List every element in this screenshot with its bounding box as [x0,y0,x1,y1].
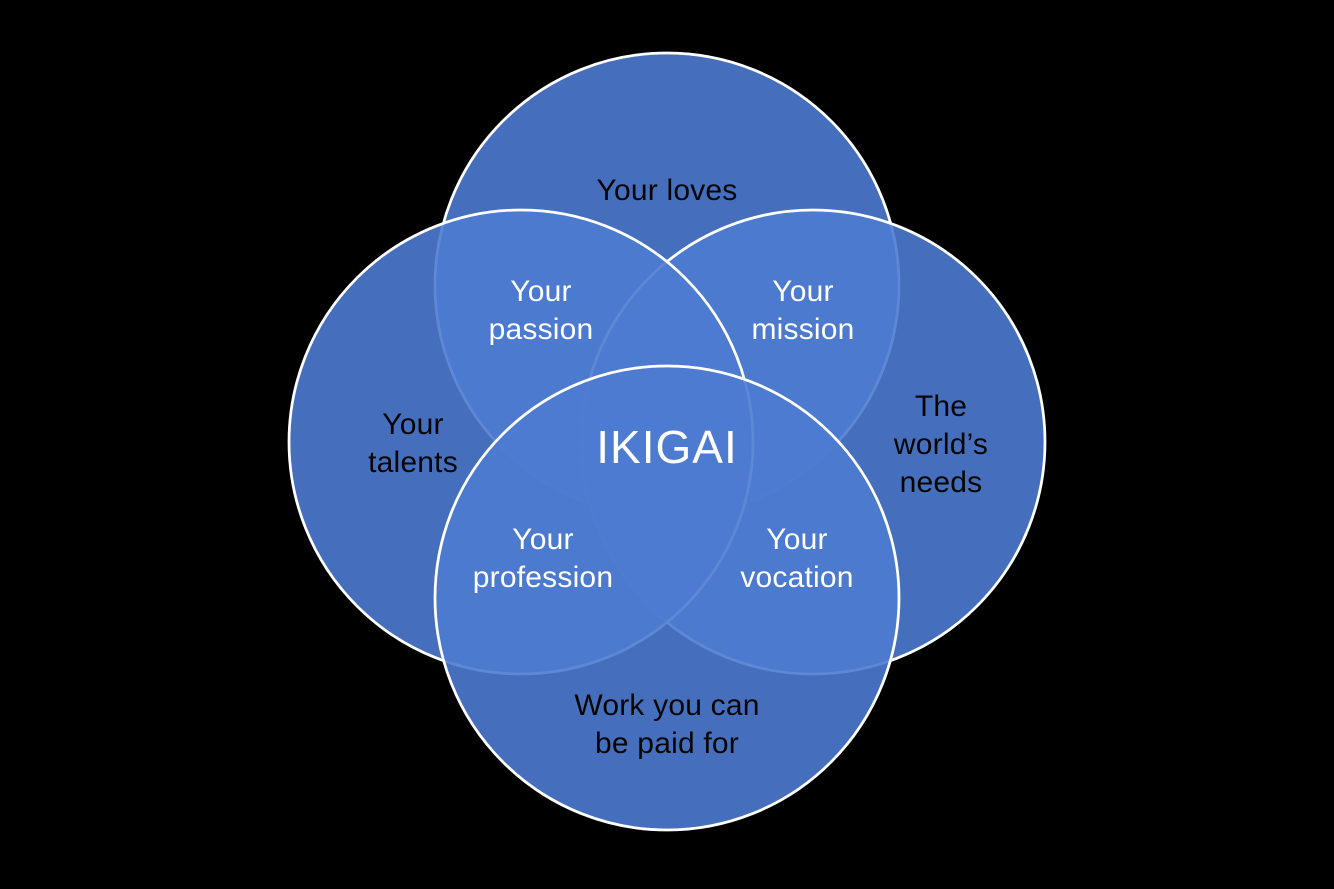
label-line: The [914,390,968,423]
label-line: needs [899,466,983,499]
label-line: vocation [740,561,854,594]
label-line: world’s [893,428,989,461]
label-line: Your [510,275,572,308]
label-line: Your [512,523,574,556]
label-line: Your [772,275,834,308]
label-your-passion: Your passion [489,273,594,349]
label-line: be paid for [595,727,739,760]
label-ikigai: IKIGAI [596,422,737,472]
label-line: mission [751,313,855,346]
label-line: profession [472,561,614,594]
label-line: Your [382,408,444,441]
label-line: Work you can [574,689,760,722]
circle-work-paid [433,364,901,832]
label-worlds-needs: The world’s needs [894,388,988,502]
label-line: Your loves [596,174,738,207]
label-your-profession: Your profession [473,521,613,597]
label-your-vocation: Your vocation [740,521,853,597]
diagram-title: IKIGAI [596,421,738,473]
label-line: talents [368,446,458,479]
label-line: passion [488,313,594,346]
label-your-talents: Your talents [368,406,458,482]
label-your-loves: Your loves [597,172,738,210]
label-line: Your [766,523,828,556]
label-work-paid-for: Work you can be paid for [574,687,759,763]
label-your-mission: Your mission [751,273,854,349]
